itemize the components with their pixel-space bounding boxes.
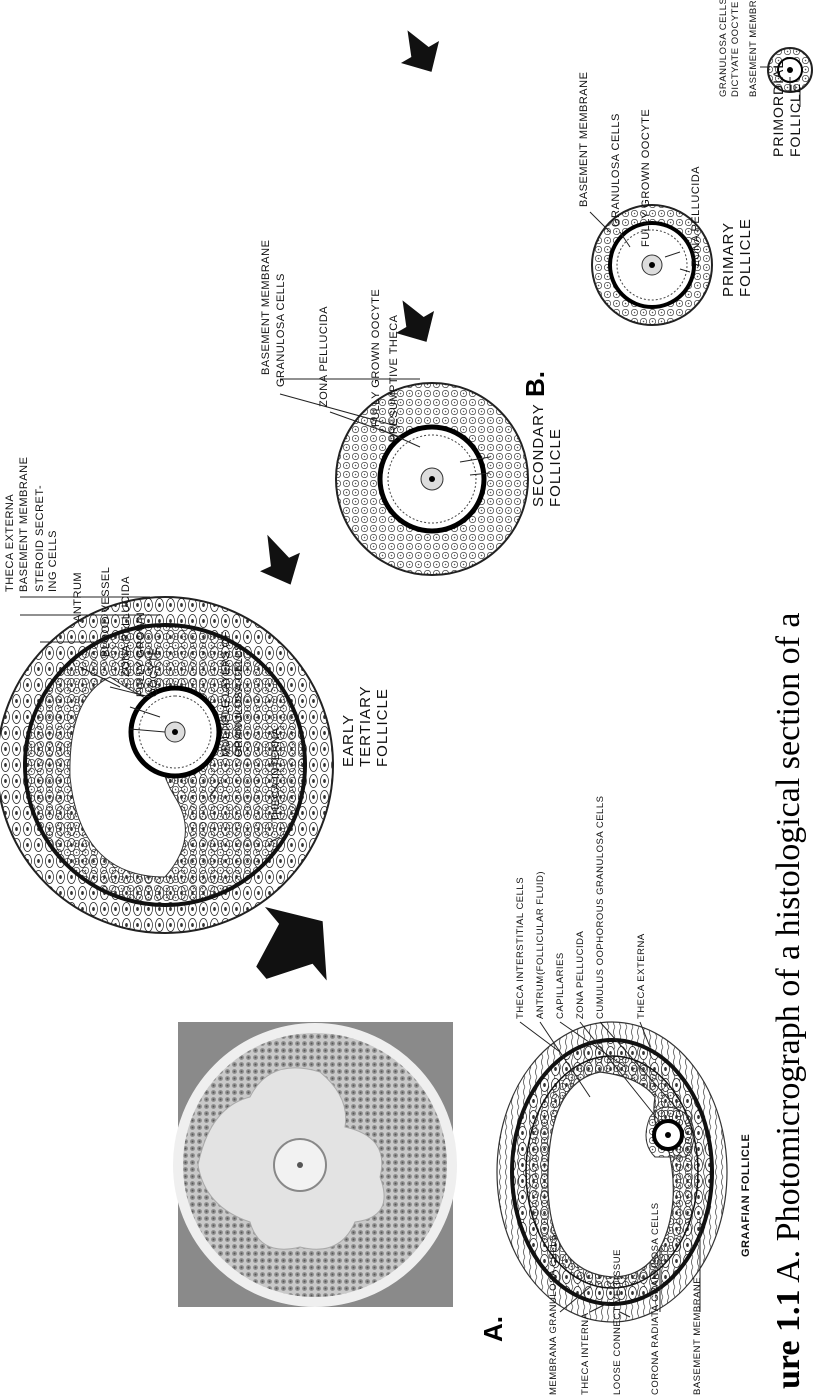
label-capillaries: CAPILLARIES <box>555 952 567 1019</box>
label-basement-membrane-primordial: BASEMENT MEMBRANE <box>748 0 760 97</box>
photomicrograph <box>178 1022 453 1307</box>
label-fully-grown-oocyte-primary: FULLY GROWN OOCYTE <box>640 109 652 247</box>
label-steroid-secreting: STEROID SECRET- <box>34 485 46 592</box>
label-granulosa-cells-tertiary: GRANULOSA CELLS <box>233 643 245 757</box>
label-basement-membrane-secondary: BASEMENT MEMBRANE <box>260 240 272 375</box>
label-antrum-tertiary: ANTRUM <box>72 572 84 622</box>
label-zona-pellucida-tertiary: ZONA PELLUCIDA <box>120 576 132 677</box>
label-dictyate-oocyte: DICTYATE OOCYTE <box>730 1 742 97</box>
label-theca-interna-graafian: THECA INTERNA <box>580 1312 592 1395</box>
caption-text: A. Photomicrograph of a histological sec… <box>770 612 807 1282</box>
label-zona-pellucida-graafian: ZONA PELLUCIDA <box>575 931 587 1019</box>
label-theca-interna-tertiary: THECA INTERNA <box>270 727 282 822</box>
label-theca-externa-graafian: THECA EXTERNA <box>636 933 648 1019</box>
label-multiple-layers: MULTIPLE LAYERS OF <box>220 631 232 757</box>
tertiary-follicle-diagram <box>0 597 333 933</box>
label-fully-grown-oocyte-secondary: FULLY GROWN OOCYTE <box>370 289 382 427</box>
label-granulosa-cells-primary: GRANULOSA CELLS <box>610 113 622 227</box>
tertiary-title-line2: TERTIARY <box>357 685 374 767</box>
label-cumulus-oophorous: CUMULUS OOPHOROUS GRANULOSA CELLS <box>595 796 607 1019</box>
panel-label-b: B. <box>520 371 551 397</box>
label-fully-grown-tertiary: FULLY GROWN <box>135 612 147 697</box>
secondary-title: SECONDARY FOLLICLE <box>530 403 564 507</box>
label-membrana-granulosa: MEMBRANA GRANULOSA CELLS <box>548 1234 560 1395</box>
primordial-title-line1: PRIMORDIAL <box>770 60 787 157</box>
tertiary-title: EARLY TERTIARY FOLLICLE <box>340 685 391 767</box>
label-basement-membrane-tertiary: BASEMENT MEMBRANE <box>18 457 30 592</box>
primary-title: PRIMARY FOLLICLE <box>720 218 754 297</box>
label-basement-membrane-primary: BASEMENT MEMBRANE <box>578 72 590 207</box>
caption-prefix: ure 1.1 <box>770 1290 807 1389</box>
secondary-follicle-diagram <box>336 383 528 575</box>
label-presumptive-theca: PRESUMPTIVE THECA <box>388 315 400 443</box>
primary-title-line1: PRIMARY <box>720 218 737 297</box>
label-loose-connective-tissue: LOOSE CONNECTIVE TISSUE <box>612 1249 624 1395</box>
label-blood-vessel: BLOOD VESSEL <box>100 567 112 657</box>
label-steroid-secreting-2: ING CELLS <box>47 530 59 592</box>
label-zona-pellucida-primary: ZONA PELLUCIDA <box>690 166 702 267</box>
primordial-title: PRIMORDIAL FOLLICLE <box>770 60 804 157</box>
figure-caption: ure 1.1 A. Photomicrograph of a histolog… <box>770 612 808 1389</box>
label-follicular-fluid: (FOLLICULAR FLUID) <box>535 871 547 975</box>
primary-title-line2: FOLLICLE <box>737 218 754 297</box>
panel-label-a: A. <box>478 1316 509 1342</box>
label-granulosa-cells-secondary: GRANULOSA CELLS <box>275 273 287 387</box>
label-zona-pellucida-secondary: ZONA PELLUCIDA <box>318 306 330 407</box>
tertiary-title-line1: EARLY <box>340 685 357 767</box>
label-antrum: ANTRUM <box>535 975 547 1019</box>
label-corona-radiata: CORONA RADIATA GRANULOSA CELLS <box>650 1202 662 1395</box>
label-basement-membrane-graafian: BASEMENT MEMBRANE <box>692 1277 704 1395</box>
label-granulosa-cells-primordial: GRANULOSA CELLS <box>718 0 730 97</box>
label-theca-interstitial-cells: THECA INTERSTITIAL CELLS <box>515 877 527 1019</box>
label-oocyte-tertiary: OOCYTE <box>148 648 160 697</box>
primordial-title-line2: FOLLICLE <box>787 60 804 157</box>
graafian-title: GRAAFIAN FOLLICLE <box>740 1134 752 1257</box>
secondary-title-line1: SECONDARY <box>530 403 547 507</box>
label-theca-externa: THECA EXTERNA <box>4 494 16 592</box>
tertiary-title-line3: FOLLICLE <box>374 685 391 767</box>
secondary-title-line2: FOLLICLE <box>547 403 564 507</box>
